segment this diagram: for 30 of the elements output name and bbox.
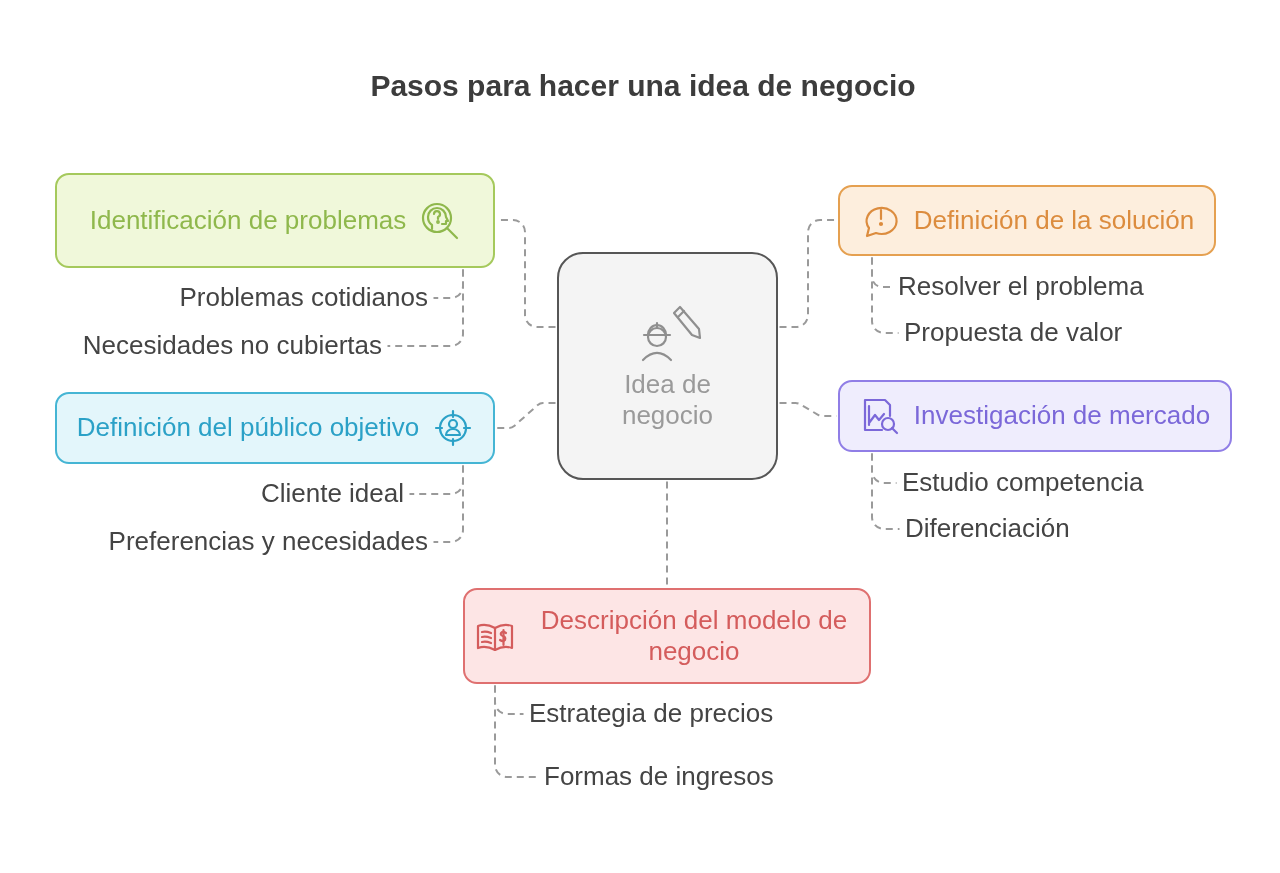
topic-box xyxy=(463,588,871,684)
topic-label: Definición de la solución xyxy=(913,204,1195,237)
subtopic-text: Estrategia de precios xyxy=(525,698,778,730)
topic-box xyxy=(55,173,495,268)
topic-label: Descripción del modelo de negocio xyxy=(539,604,849,668)
subtopic-text: Necesidades no cubiertas xyxy=(78,330,386,362)
subtopic-text: Formas de ingresos xyxy=(540,761,778,793)
hub-box xyxy=(557,252,778,480)
subtopic-text: Problemas cotidianos xyxy=(175,282,432,314)
hub-label: Idea de negocio xyxy=(620,368,715,432)
dashed-connector xyxy=(432,464,464,543)
topic-box xyxy=(838,185,1216,256)
dashed-connector xyxy=(778,402,838,417)
topic-label: Investigación de mercado xyxy=(913,400,1211,432)
topic-label: Identificación de problemas xyxy=(89,204,407,237)
dashed-connector xyxy=(871,452,901,530)
dashed-connector xyxy=(871,256,900,334)
topic-label: Definición del público objetivo xyxy=(76,412,420,444)
diagram-title: Pasos para hacer una idea de negocio xyxy=(370,69,916,103)
topic-box xyxy=(838,380,1232,452)
dashed-connector xyxy=(386,268,464,347)
subtopic-text: Propuesta de valor xyxy=(900,317,1127,349)
subtopic-text: Resolver el problema xyxy=(894,271,1148,303)
subtopic-text: Preferencias y necesidades xyxy=(104,526,432,558)
dashed-connector xyxy=(666,480,668,588)
subtopic-text: Diferenciación xyxy=(901,513,1074,545)
topic-box xyxy=(55,392,495,464)
subtopic-text: Estudio competencia xyxy=(898,467,1148,499)
dashed-connector xyxy=(495,402,557,429)
subtopic-text: Cliente ideal xyxy=(256,478,408,510)
